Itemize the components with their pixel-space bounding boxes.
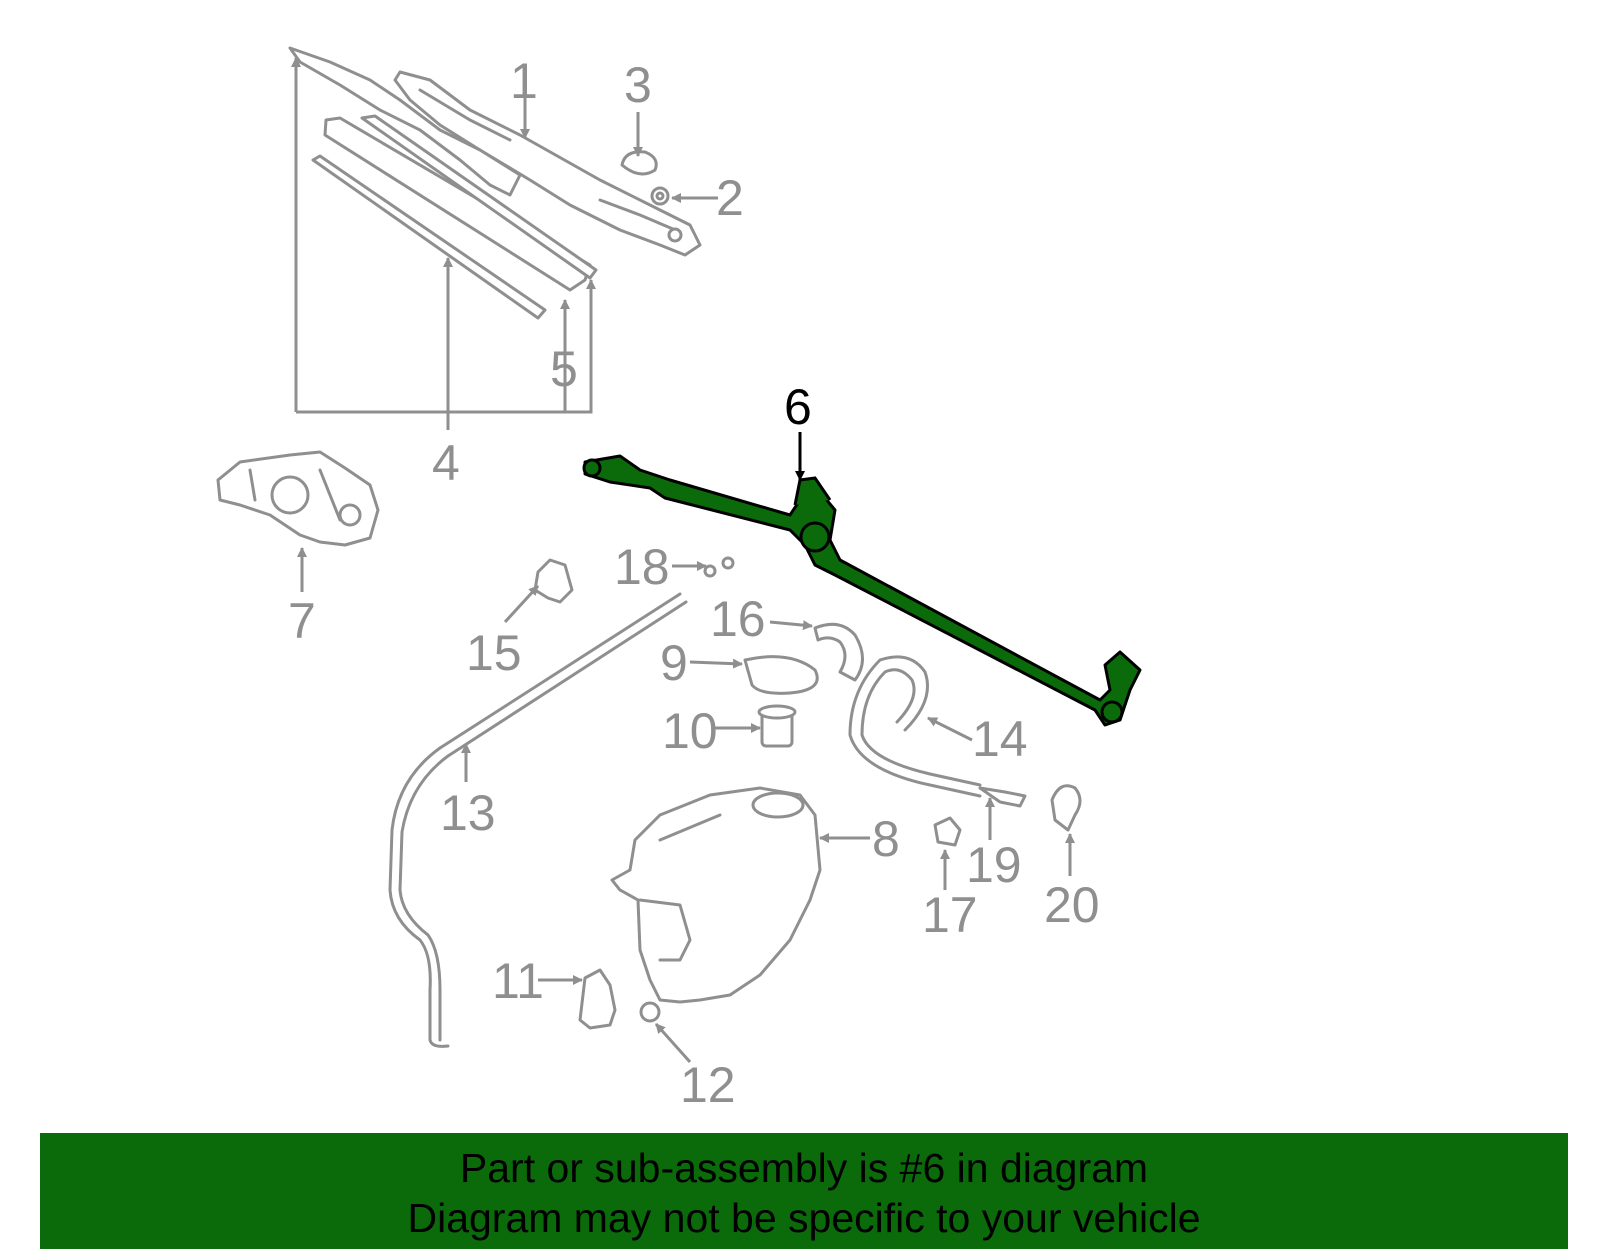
connector-part xyxy=(978,786,1027,808)
washer-hose-part xyxy=(388,592,688,1048)
callout-14[interactable]: 14 xyxy=(972,711,1028,767)
info-banner: Part or sub-assembly is #6 in diagram Di… xyxy=(40,1133,1568,1249)
washer-pump-part xyxy=(578,968,617,1030)
check-valve-part xyxy=(933,816,962,847)
hose-elbow-part xyxy=(813,622,864,682)
pump-grommet-part xyxy=(639,1001,661,1023)
banner-line-2: Diagram may not be specific to your vehi… xyxy=(407,1195,1201,1241)
arm-cap-part xyxy=(620,150,658,176)
grommet-part xyxy=(757,704,797,748)
reservoir-cap-part xyxy=(743,655,819,695)
callout-13[interactable]: 13 xyxy=(440,785,496,841)
callout-17[interactable]: 17 xyxy=(922,887,978,943)
callout-7[interactable]: 7 xyxy=(288,593,316,649)
callout-8[interactable]: 8 xyxy=(872,811,900,867)
callout-1[interactable]: 1 xyxy=(510,53,538,109)
callout-18[interactable]: 18 xyxy=(614,539,670,595)
wiper-arm-part xyxy=(393,70,702,257)
wiper-linkage-part xyxy=(582,454,1142,727)
clip-part xyxy=(703,556,735,578)
callout-16[interactable]: 16 xyxy=(710,591,766,647)
banner-line-1: Part or sub-assembly is #6 in diagram xyxy=(459,1145,1149,1191)
callout-10[interactable]: 10 xyxy=(662,703,718,759)
nozzle-part xyxy=(1050,784,1082,832)
washer-reservoir-part xyxy=(610,786,822,1004)
arm-nut-part xyxy=(650,186,670,206)
callout-9[interactable]: 9 xyxy=(660,635,688,691)
callout-5[interactable]: 5 xyxy=(550,341,578,397)
callout-2[interactable]: 2 xyxy=(716,170,744,226)
callout-15[interactable]: 15 xyxy=(466,625,522,681)
callout-labels: 1 2 3 4 5 6 7 8 9 10 11 12 13 14 15 16 1… xyxy=(288,53,1100,1113)
wiper-motor-part xyxy=(216,450,380,547)
callout-19[interactable]: 19 xyxy=(966,837,1022,893)
wiper-blade-part xyxy=(288,46,598,320)
callout-3[interactable]: 3 xyxy=(624,57,652,113)
leader-arrows xyxy=(297,88,1075,1064)
callout-12[interactable]: 12 xyxy=(680,1057,736,1113)
callout-4[interactable]: 4 xyxy=(432,435,460,491)
callout-11[interactable]: 11 xyxy=(492,953,544,1009)
long-hose-part xyxy=(848,655,982,798)
washer-nozzle-part xyxy=(533,558,574,604)
callout-20[interactable]: 20 xyxy=(1044,877,1100,933)
callout-4-bracket xyxy=(291,57,596,430)
callout-6[interactable]: 6 xyxy=(784,379,812,435)
